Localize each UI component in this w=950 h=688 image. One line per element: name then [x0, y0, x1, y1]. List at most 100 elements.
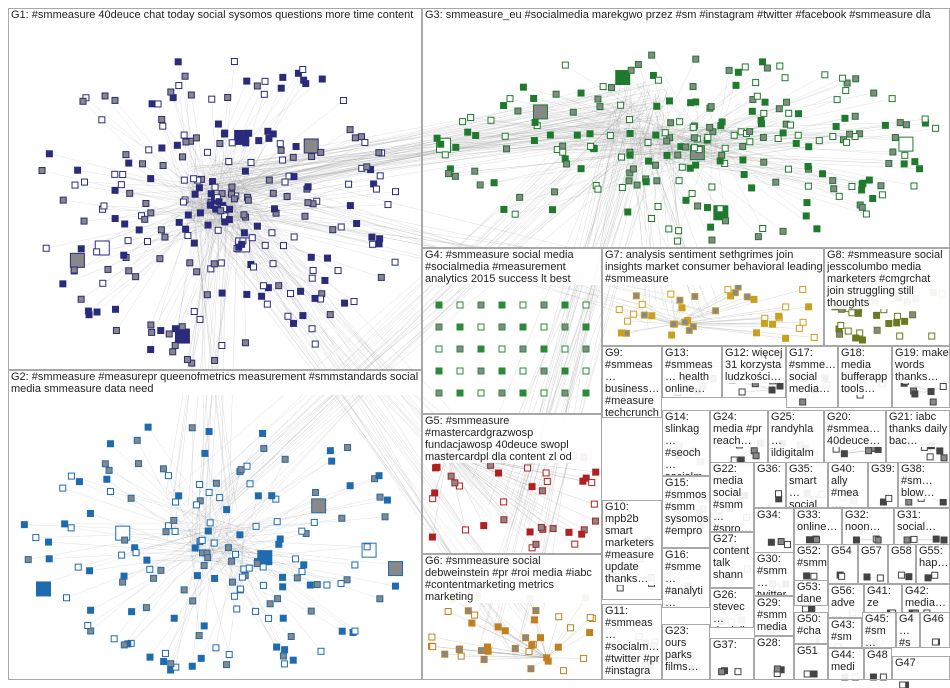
- group-panel-g10: G10: mpb2b smart marketers #measure upda…: [602, 500, 662, 600]
- group-label-g4: G4: #smmeasure social media #socialmedia…: [423, 249, 601, 285]
- vertex-node: [900, 682, 906, 688]
- group-panel-g25: G25: randyhla… ildigitalm…: [768, 410, 824, 466]
- group-label-g41: G41: ze: [865, 585, 901, 609]
- group-label-g6: G6: #smmeasure social debweinstein #pr #…: [423, 555, 601, 603]
- group-panel-g5: G5: #smmeasure #mastercardgrazwosp funda…: [422, 414, 602, 554]
- group-panel-g4x: G4… #s… #m…: [896, 612, 920, 648]
- group-label-g25: G25: randyhla… ildigitalm…: [769, 411, 823, 466]
- group-panel-g39: G39:: [868, 462, 898, 508]
- group-label-g58: G58: [889, 545, 915, 557]
- group-panel-g27: G27: content talk shann…: [710, 532, 754, 588]
- group-label-g43: G43: #sm…: [829, 619, 861, 648]
- group-label-g8: G8: #smmeasure social jesscolumbo media …: [825, 249, 949, 309]
- group-label-g23: G23: ours parks films…: [663, 625, 709, 673]
- group-panel-g16: G16: #smme… #analyti… google adamsi…: [662, 548, 710, 608]
- group-label-g52: G52: #smm: [795, 545, 827, 569]
- group-panel-g20: G20: #smmea… 40deuce…: [824, 410, 886, 464]
- group-label-g55: G55: hap…: [917, 545, 949, 569]
- group-label-g53: G53: dane…: [795, 581, 827, 606]
- group-label-g14: G14: slinkag… #seoch… socialm… #smm…: [663, 411, 709, 476]
- group-label-g11: G11: #smmeas… #socialm… #twitter #pr #in…: [603, 605, 661, 680]
- group-label-g7: G7: analysis sentiment sethgrimes join i…: [603, 249, 823, 285]
- group-label-g3: G3: smmeasure_eu #socialmedia marekgwo p…: [423, 9, 949, 21]
- group-panel-g21: G21: iabc thanks daily bac…: [886, 410, 950, 464]
- group-label-g2: G2: #smmeasure #measurepr queenofmetrics…: [9, 371, 421, 395]
- group-label-g39: G39:: [869, 463, 897, 475]
- group-label-g40: G40: ally #mea…: [829, 463, 867, 508]
- group-label-g33: G33: online…: [795, 509, 841, 533]
- group-label-g28: G28:: [755, 637, 793, 649]
- group-panel-g40: G40: ally #mea…: [828, 462, 868, 508]
- group-panel-g8: G8: #smmeasure social jesscolumbo media …: [824, 248, 950, 346]
- group-panel-g51: G51: [794, 644, 828, 680]
- group-panel-g53: G53: dane…: [794, 580, 828, 606]
- group-label-g31: G31: social…: [895, 509, 949, 533]
- group-panel-g47: G47: [892, 656, 950, 680]
- group-label-g24: G24: media #pr reach…: [711, 411, 767, 447]
- group-panel-g36: G36:: [754, 462, 786, 508]
- group-panel-g35: G35: smart… social…: [786, 462, 828, 508]
- group-panel-g50: G50: #cha…: [794, 612, 828, 644]
- group-panel-g12: G12: więcej 31 korzysta ludzkości…: [722, 346, 786, 398]
- group-panel-g34: G34:: [754, 508, 794, 554]
- group-label-g21: G21: iabc thanks daily bac…: [887, 411, 949, 447]
- group-label-g51: G51: [795, 645, 827, 657]
- group-label-g5: G5: #smmeasure #mastercardgrazwosp funda…: [423, 415, 601, 463]
- group-label-g50: G50: #cha…: [795, 613, 827, 644]
- group-label-g47: G47: [893, 657, 949, 669]
- group-label-g10: G10: mpb2b smart marketers #measure upda…: [603, 501, 661, 585]
- group-label-g12: G12: więcej 31 korzysta ludzkości…: [723, 347, 785, 383]
- group-label-g9: G9: #smmeas… business… #measure techcrun…: [603, 347, 661, 418]
- group-panel-g24: G24: media #pr reach…: [710, 410, 768, 466]
- group-label-g4x: G4… #s… #m…: [897, 613, 919, 648]
- group-panel-g29: G29: #smm media…: [754, 596, 794, 636]
- group-panel-g14: G14: slinkag… #seoch… socialm… #smm…: [662, 410, 710, 476]
- group-label-g26: G26: stevec… daniell…: [711, 589, 753, 628]
- group-panel-g23: G23: ours parks films…: [662, 624, 710, 680]
- group-label-g32: G32: noon…: [843, 509, 893, 533]
- group-label-g13: G13: #smmeas… health online…: [663, 347, 721, 395]
- group-panel-g54: G54: [828, 544, 858, 584]
- group-panel-g19: G19: make words thanks…: [892, 346, 950, 408]
- group-panel-g38: G38: #sm… blow…: [898, 462, 950, 508]
- group-panel-g17: G17: #smme… social media…: [786, 346, 838, 408]
- group-label-g48: G48: [865, 649, 891, 661]
- group-panel-g28: G28:: [754, 636, 794, 680]
- group-panel-g45: G45: #sm…: [862, 612, 896, 648]
- group-panel-g52: G52: #smm: [794, 544, 828, 584]
- group-panel-g43: G43: #sm…: [828, 618, 862, 648]
- group-label-g38: G38: #sm… blow…: [899, 463, 949, 499]
- group-panel-g9: G9: #smmeas… business… #measure techcrun…: [602, 346, 662, 418]
- group-panel-g58: G58: [888, 544, 916, 584]
- group-label-g16: G16: #smme… #analyti… google adamsi…: [663, 549, 709, 608]
- group-label-g19: G19: make words thanks…: [893, 347, 949, 383]
- group-nodes-g47: [900, 682, 909, 688]
- group-panel-g4: G4: #smmeasure social media #socialmedia…: [422, 248, 602, 414]
- group-panel-g3: G3: smmeasure_eu #socialmedia marekgwo p…: [422, 8, 950, 248]
- group-panel-g6: G6: #smmeasure social debweinstein #pr #…: [422, 554, 602, 680]
- group-label-g27: G27: content talk shann…: [711, 533, 753, 588]
- group-panel-g22: G22: media social #smm… #spro…: [710, 462, 754, 532]
- group-label-g30: G30: #smm… twitter…: [755, 553, 793, 596]
- group-panel-g31: G31: social…: [894, 508, 950, 546]
- group-panel-g46: G46: [920, 612, 950, 648]
- group-panel-g33: G33: online…: [794, 508, 842, 546]
- group-label-g22: G22: media social #smm… #spro…: [711, 463, 753, 532]
- group-panel-g11: G11: #smmeas… #socialm… #twitter #pr #in…: [602, 604, 662, 680]
- group-panel-g30: G30: #smm… twitter…: [754, 552, 794, 596]
- group-label-g15: G15: #smmos #smm sysomos #empro: [663, 477, 709, 537]
- group-label-g29: G29: #smm media…: [755, 597, 793, 636]
- group-panel-g2: G2: #smmeasure #measurepr queenofmetrics…: [8, 370, 422, 680]
- group-panel-g37: G37:: [710, 638, 754, 680]
- group-label-g42: G42: media…: [903, 585, 949, 609]
- group-panel-g1: G1: #smmeasure 40deuce chat today social…: [8, 8, 422, 370]
- group-panel-g57: G57: [858, 544, 888, 584]
- group-label-g36: G36:: [755, 463, 785, 475]
- group-label-g46: G46: [921, 613, 949, 625]
- group-panel-g55: G55: hap…: [916, 544, 950, 584]
- group-label-g45: G45: #sm…: [863, 613, 895, 648]
- group-label-g20: G20: #smmea… 40deuce…: [825, 411, 885, 447]
- group-panel-g13: G13: #smmeas… health online…: [662, 346, 722, 398]
- group-panel-g32: G32: noon…: [842, 508, 894, 546]
- group-label-g35: G35: smart… social…: [787, 463, 827, 508]
